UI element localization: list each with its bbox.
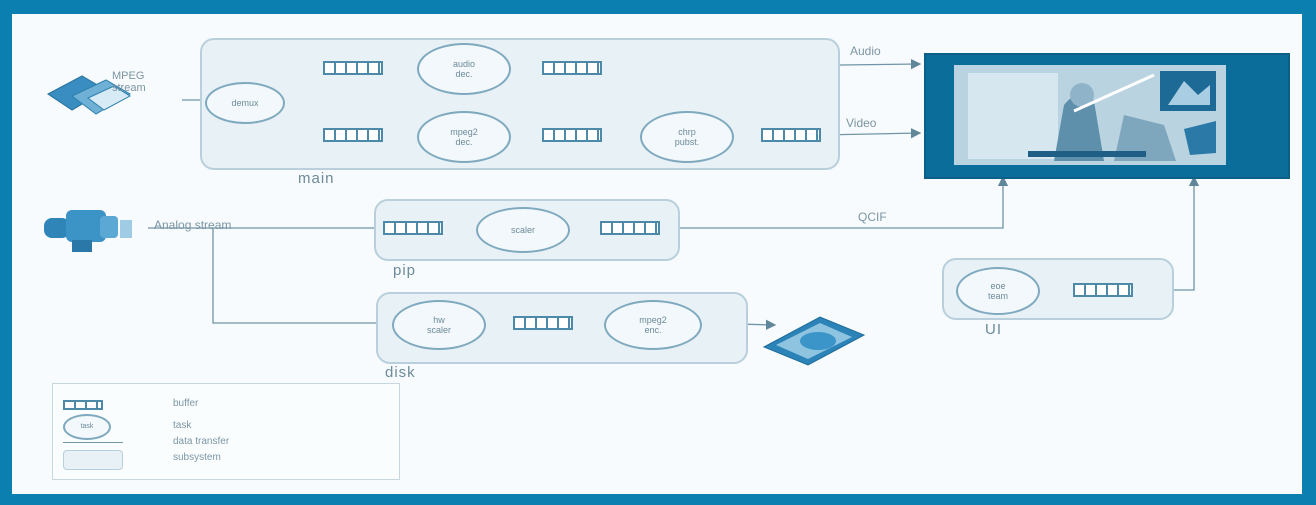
disk-drive-icon: [762, 316, 866, 366]
task-hw-scaler: hw scaler: [392, 300, 486, 350]
legend-subsystem-label: subsystem: [173, 452, 221, 463]
signal-audio-label: Audio: [850, 44, 881, 58]
task-demux: demux: [205, 82, 285, 124]
task-mpeg2-enc: mpeg2 enc.: [604, 300, 702, 350]
tv-screen-picture: [954, 65, 1226, 165]
buffer: [1073, 283, 1133, 297]
subsystem-disk-label: disk: [385, 364, 416, 381]
legend-box: buffer task task data transfer subsystem: [52, 383, 400, 480]
mpeg-stream-document-icon: [47, 75, 131, 115]
tv-display: [924, 53, 1290, 179]
subsystem-main: [200, 38, 840, 170]
buffer: [323, 128, 383, 142]
task-scaler: scaler: [476, 207, 570, 253]
video-frame-image: [954, 65, 1226, 165]
task-chrp-pubst: chrp pubst.: [640, 111, 734, 163]
legend-buffer-label: buffer: [173, 398, 199, 409]
legend-task-label: task: [173, 420, 192, 431]
buffer: [323, 61, 383, 75]
subsystem-pip-label: pip: [393, 262, 417, 279]
subsystem-ui-label: UI: [985, 321, 1002, 338]
buffer: [542, 128, 602, 142]
camcorder-icon: [44, 210, 132, 252]
task-audio-dec: audio dec.: [417, 43, 511, 95]
analog-stream-label: Analog stream: [154, 218, 232, 232]
buffer: [542, 61, 602, 75]
signal-video-label: Video: [846, 116, 877, 130]
legend-data-transfer-label: data transfer: [173, 436, 230, 447]
buffer: [761, 128, 821, 142]
buffer: [600, 221, 660, 235]
subsystem-main-label: main: [298, 170, 335, 187]
task-mpeg2-dec: mpeg2 dec.: [417, 111, 511, 163]
task-eoe-team: eoe team: [956, 267, 1040, 315]
signal-qcif-label: QCIF: [858, 210, 887, 224]
mpeg-stream-label: MPEG stream: [112, 70, 146, 94]
buffer: [513, 316, 573, 330]
buffer: [383, 221, 443, 235]
